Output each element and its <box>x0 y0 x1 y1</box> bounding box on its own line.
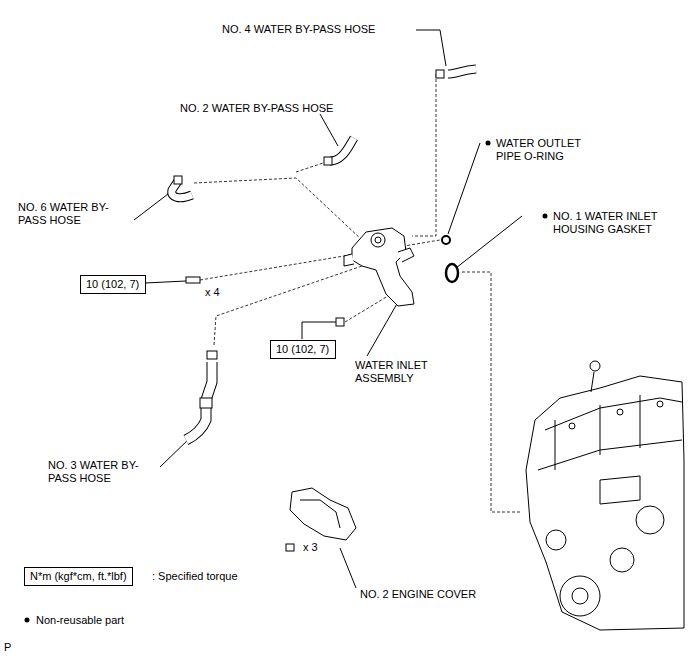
drawing-shape <box>446 264 458 282</box>
drawing-shape <box>448 69 476 74</box>
box-text: 10 (102, 7) <box>86 278 139 291</box>
drawing-shape <box>560 576 600 616</box>
drawing-shape <box>290 488 356 540</box>
drawing-shape <box>324 157 332 165</box>
drawing-shape <box>610 548 634 572</box>
drawing-shape <box>300 500 340 528</box>
box-text: N*m (kgf*cm, ft.*lbf) <box>30 570 127 583</box>
drawing-shape <box>572 588 588 604</box>
drawing-shape <box>186 277 200 283</box>
drawing-shape <box>448 69 476 74</box>
drawing-shape <box>145 281 186 283</box>
part-label: WATER INLET ASSEMBLY <box>355 359 437 385</box>
torque-box: 10 (102, 7) <box>270 340 336 359</box>
drawing-shape <box>344 254 354 266</box>
drawing-shape <box>486 141 491 146</box>
part-label: NO. 3 WATER BY- PASS HOSE <box>48 459 148 485</box>
drawing-shape <box>25 618 30 623</box>
legend-text: Non-reusable part <box>36 614 124 626</box>
drawing-shape <box>412 74 436 236</box>
part-label: NO. 1 WATER INLET HOUSING GASKET <box>553 210 671 236</box>
drawing-shape <box>442 236 450 244</box>
drawing-shape <box>174 176 182 184</box>
legend-entry: Non-reusable part <box>36 614 124 627</box>
drawing-shape <box>462 272 522 512</box>
drawing-shape <box>214 266 362 345</box>
legend-text: : Specified torque <box>152 570 238 582</box>
drawing-shape <box>340 548 356 588</box>
drawing-shape <box>134 194 168 220</box>
part-label: NO. 6 WATER BY- PASS HOSE <box>18 201 118 227</box>
drawing-shape <box>569 423 575 429</box>
drawing-shape <box>186 362 212 440</box>
drawing-shape <box>200 398 212 408</box>
leader-lines <box>134 30 522 588</box>
drawing-shape <box>336 318 344 326</box>
box-text: 10 (102, 7) <box>276 343 329 356</box>
legend-torque-box: N*m (kgf*cm, ft.*lbf) <box>24 567 133 586</box>
drawing-shape <box>617 409 623 415</box>
drawing-shape <box>526 376 684 630</box>
drawing-shape <box>600 476 640 504</box>
drawing-shape <box>416 30 446 66</box>
legend-entry: : Specified torque <box>152 570 238 583</box>
drawing-shape <box>436 70 444 78</box>
drawing-shape <box>543 214 548 219</box>
drawing-shape <box>538 440 682 470</box>
drawing-shape <box>330 138 354 161</box>
part-label: WATER OUTLET PIPE O-RING <box>496 137 588 163</box>
drawing-shape <box>286 544 294 551</box>
water-inlet-assembly <box>344 228 414 306</box>
drawing-shape <box>186 362 212 440</box>
part-label: NO. 4 WATER BY-PASS HOSE <box>222 23 375 36</box>
drawing-shape <box>320 114 338 146</box>
part-label: x 3 <box>303 541 318 554</box>
drawing-shape <box>371 233 385 247</box>
drawing-shape <box>545 398 682 430</box>
hoses <box>172 69 476 440</box>
drawing-shape <box>375 237 381 243</box>
part-label: NO. 2 WATER BY-PASS HOSE <box>180 102 333 115</box>
part-label: NO. 2 ENGINE COVER <box>360 588 476 601</box>
drawing-shape <box>302 322 336 339</box>
drawing-shape <box>345 296 388 322</box>
drawing-shape <box>194 178 362 240</box>
drawing-shape <box>456 216 522 268</box>
drawing-shape <box>330 138 354 161</box>
drawing-shape <box>657 401 663 407</box>
drawing-shape <box>352 228 414 306</box>
drawing-shape <box>207 351 217 359</box>
assembly-lines <box>194 74 522 512</box>
drawing-shape <box>591 372 594 392</box>
engine-cover <box>290 488 356 540</box>
drawing-shape <box>448 143 480 234</box>
drawing-shape <box>590 361 600 371</box>
part-label: x 4 <box>205 286 220 299</box>
torque-box: 10 (102, 7) <box>80 275 146 294</box>
drawing-shape <box>636 506 664 534</box>
part-label: P <box>4 641 11 654</box>
drawing-shape <box>546 530 566 550</box>
drawing-shape <box>398 248 414 262</box>
engine <box>526 361 684 630</box>
seals <box>442 236 458 282</box>
drawing-shape <box>367 302 398 356</box>
drawing-shape <box>555 395 640 470</box>
